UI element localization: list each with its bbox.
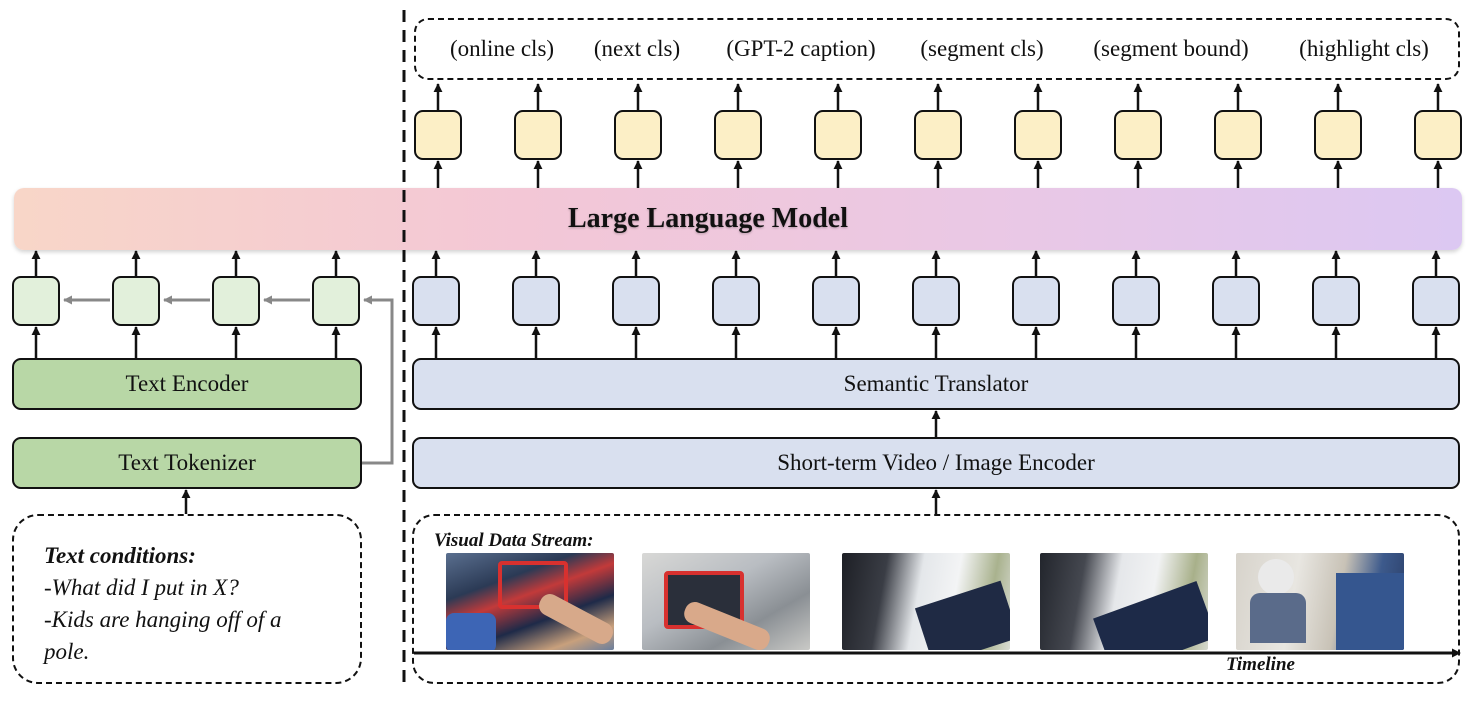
text-condition-line: -What did I put in X?	[44, 575, 239, 600]
visual-token	[412, 276, 460, 326]
output-token	[514, 110, 562, 160]
text-conditions-box: Text conditions: -What did I put in X? -…	[12, 514, 362, 684]
video-image-encoder: Short-term Video / Image Encoder	[412, 437, 1460, 489]
visual-token	[612, 276, 660, 326]
output-token	[1114, 110, 1162, 160]
text-condition-line: -Kids are hanging off of a	[44, 607, 282, 632]
text-token	[12, 276, 60, 326]
output-token	[614, 110, 662, 160]
output-label-segment-bound: (segment bound)	[1093, 36, 1249, 61]
output-token	[414, 110, 462, 160]
video-frame-4	[1040, 553, 1208, 650]
visual-token	[712, 276, 760, 326]
output-label-next-cls: (next cls)	[593, 36, 681, 61]
text-conditions-heading: Text conditions:	[44, 543, 196, 568]
visual-token	[812, 276, 860, 326]
output-token	[1214, 110, 1262, 160]
visual-token	[1212, 276, 1260, 326]
text-condition-line: pole.	[44, 639, 90, 664]
text-token	[112, 276, 160, 326]
text-token	[212, 276, 260, 326]
output-tasks-box	[414, 18, 1460, 80]
output-label-gpt2-caption: (GPT-2 caption)	[726, 36, 876, 61]
visual-data-stream-heading: Visual Data Stream:	[434, 530, 594, 551]
text-tokenizer: Text Tokenizer	[12, 437, 362, 489]
visual-token	[1012, 276, 1060, 326]
video-frame-3	[842, 553, 1010, 650]
large-language-model: Large Language Model	[14, 188, 1462, 250]
output-token	[814, 110, 862, 160]
video-frame-2	[642, 553, 810, 650]
visual-data-stream-box	[412, 514, 1460, 684]
visual-token	[1412, 276, 1460, 326]
output-label-segment-cls: (segment cls)	[920, 36, 1044, 61]
text-encoder: Text Encoder	[12, 358, 362, 410]
output-token	[1014, 110, 1062, 160]
output-token	[1314, 110, 1362, 160]
visual-token	[512, 276, 560, 326]
visual-token	[912, 276, 960, 326]
output-label-online-cls: (online cls)	[449, 36, 555, 61]
visual-token	[1112, 276, 1160, 326]
visual-token	[1312, 276, 1360, 326]
video-frame-5	[1236, 553, 1404, 650]
output-label-highlight-cls: (highlight cls)	[1299, 36, 1429, 61]
text-token	[312, 276, 360, 326]
output-token	[914, 110, 962, 160]
llm-title: Large Language Model	[568, 203, 848, 234]
output-token	[714, 110, 762, 160]
timeline-label: Timeline	[1226, 654, 1295, 675]
semantic-translator: Semantic Translator	[412, 358, 1460, 410]
video-frame-1	[446, 553, 614, 650]
output-token	[1414, 110, 1462, 160]
